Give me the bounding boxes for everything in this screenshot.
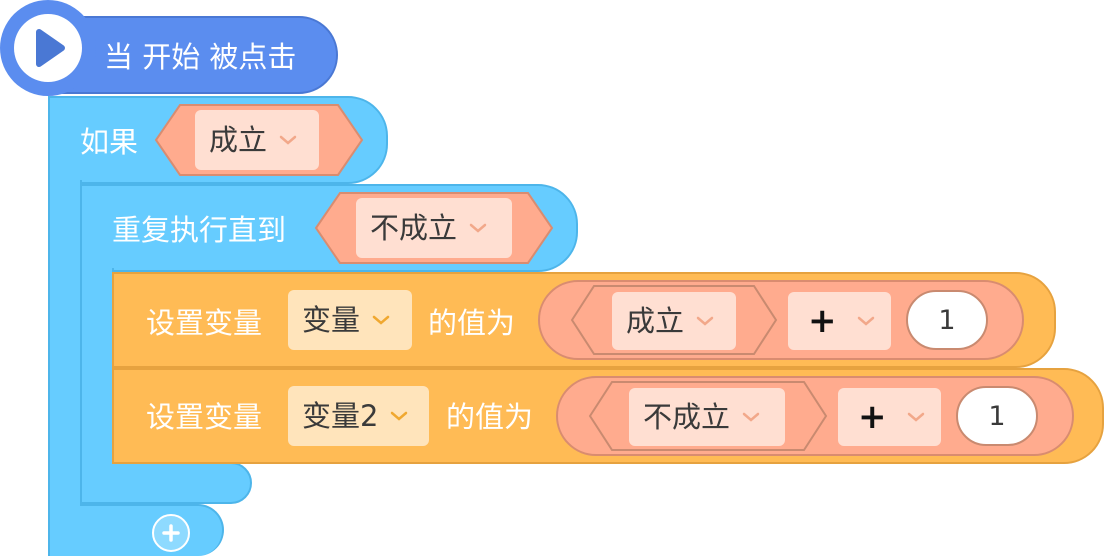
chevron-down-icon xyxy=(391,411,408,421)
if-condition-dropdown[interactable]: 成立 xyxy=(195,110,319,170)
chevron-down-icon xyxy=(469,223,487,233)
hat-label: 当 开始 被点击 xyxy=(104,40,297,74)
number-input-2[interactable]: 1 xyxy=(956,386,1038,446)
chevron-down-icon xyxy=(742,412,760,422)
chevron-down-icon xyxy=(907,412,924,422)
play-icon xyxy=(36,29,65,67)
operator-dropdown-2[interactable]: + xyxy=(838,388,941,446)
if-block-footer xyxy=(48,504,224,556)
repeat-until-block-footer xyxy=(80,462,252,504)
chevron-down-icon xyxy=(857,316,874,326)
repeat-until-block-spine xyxy=(80,268,114,468)
repeat-until-label: 重复执行直到 xyxy=(112,213,287,247)
if-label: 如果 xyxy=(80,125,139,159)
play-button-background[interactable] xyxy=(14,14,82,82)
chevron-down-icon xyxy=(696,316,714,326)
set-variable-label: 设置变量 xyxy=(146,400,263,434)
add-branch-button[interactable] xyxy=(152,514,190,552)
chevron-down-icon xyxy=(279,135,297,145)
plus-icon xyxy=(162,524,180,542)
variable-dropdown-2[interactable]: 变量2 xyxy=(288,386,429,446)
operator-dropdown-1[interactable]: + xyxy=(788,292,891,350)
value-label: 的值为 xyxy=(446,400,534,434)
chevron-down-icon xyxy=(372,315,390,325)
set-variable-label: 设置变量 xyxy=(146,306,263,340)
variable-dropdown-1[interactable]: 变量 xyxy=(288,290,412,350)
operand-dropdown-1[interactable]: 成立 xyxy=(612,292,736,350)
repeat-condition-dropdown[interactable]: 不成立 xyxy=(356,198,512,258)
value-label: 的值为 xyxy=(428,306,516,340)
number-input-1[interactable]: 1 xyxy=(906,290,988,350)
operand-dropdown-2[interactable]: 不成立 xyxy=(629,388,785,446)
